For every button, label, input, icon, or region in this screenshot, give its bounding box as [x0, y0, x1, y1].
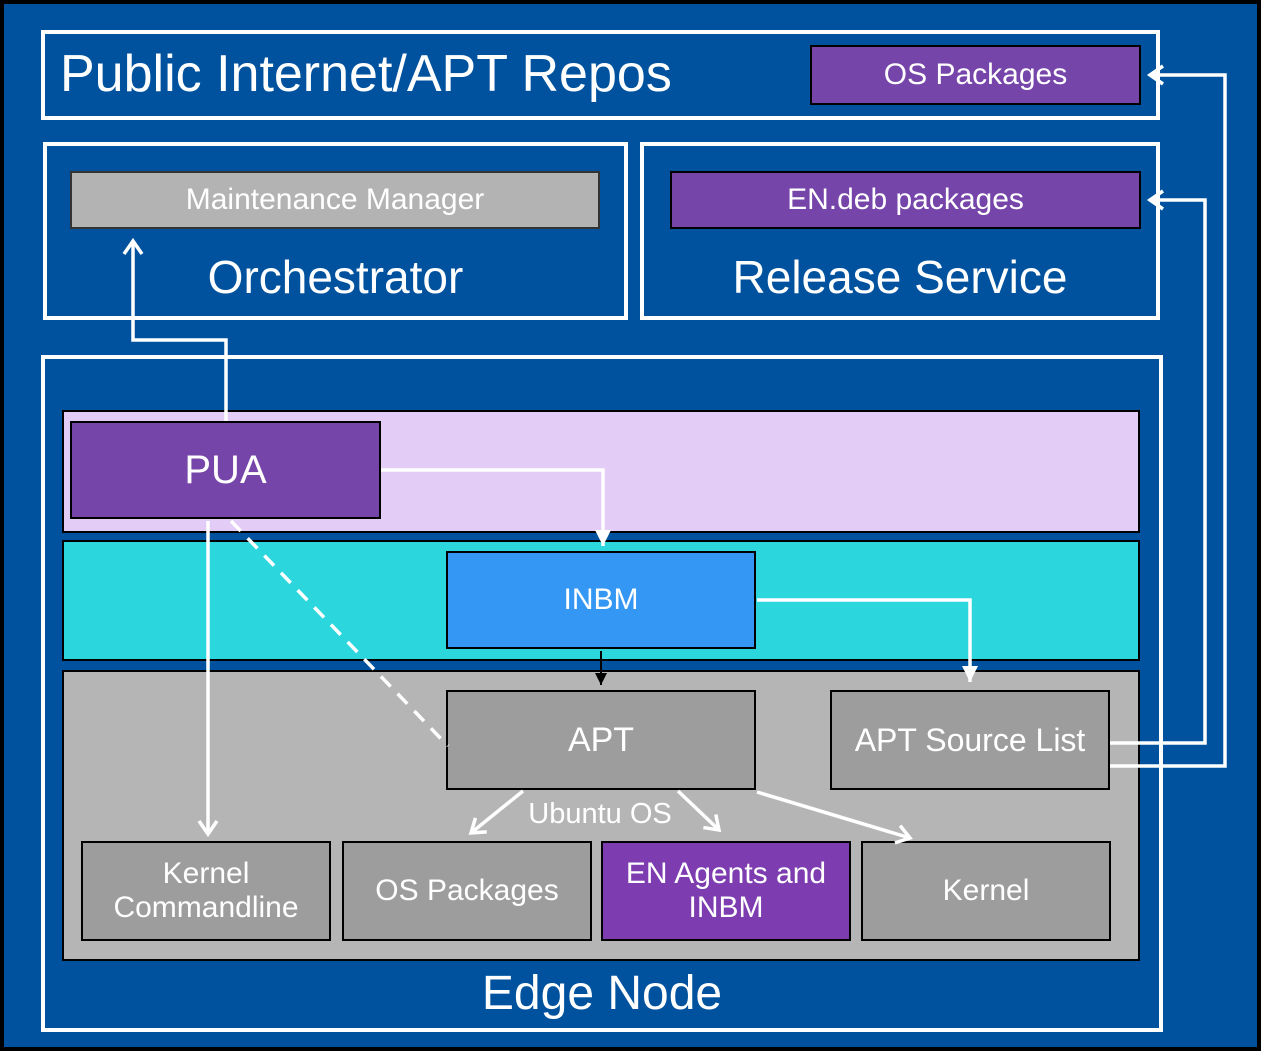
en-agents-inbm-box: EN Agents and INBM — [601, 841, 851, 941]
orchestrator-title: Orchestrator — [207, 251, 464, 303]
os-packages-repo-label: OS Packages — [883, 58, 1068, 91]
os-packages-node-label: OS Packages — [375, 874, 559, 907]
en-deb-packages-box: EN.deb packages — [670, 171, 1141, 229]
os-packages-node-box: OS Packages — [342, 841, 592, 941]
en-agents-inbm-label: EN Agents and INBM — [625, 857, 827, 924]
kernel-label: Kernel — [942, 874, 1030, 907]
edge-node-title: Edge Node — [481, 967, 723, 1020]
release-service-title: Release Service — [732, 251, 1068, 303]
kernel-commandline-label: Kernel Commandline — [113, 857, 299, 924]
pua-label: PUA — [184, 447, 267, 492]
en-deb-packages-label: EN.deb packages — [787, 183, 1024, 216]
kernel-box: Kernel — [861, 841, 1111, 941]
inbm-box: INBM — [446, 551, 756, 649]
maintenance-manager-label: Maintenance Manager — [185, 183, 485, 216]
ubuntu-os-label: Ubuntu OS — [528, 798, 672, 830]
apt-label: APT — [567, 720, 635, 759]
pua-box: PUA — [70, 421, 381, 519]
orchestrator-box — [43, 142, 628, 320]
apt-source-list-box: APT Source List — [830, 690, 1110, 790]
maintenance-manager-box: Maintenance Manager — [70, 171, 600, 229]
kernel-commandline-box: Kernel Commandline — [81, 841, 331, 941]
apt-box: APT — [446, 690, 756, 790]
inbm-label: INBM — [563, 583, 639, 616]
apt-source-list-label: APT Source List — [854, 721, 1086, 758]
public-internet-title: Public Internet/APT Repos — [60, 45, 672, 103]
os-packages-repo-box: OS Packages — [810, 45, 1141, 105]
